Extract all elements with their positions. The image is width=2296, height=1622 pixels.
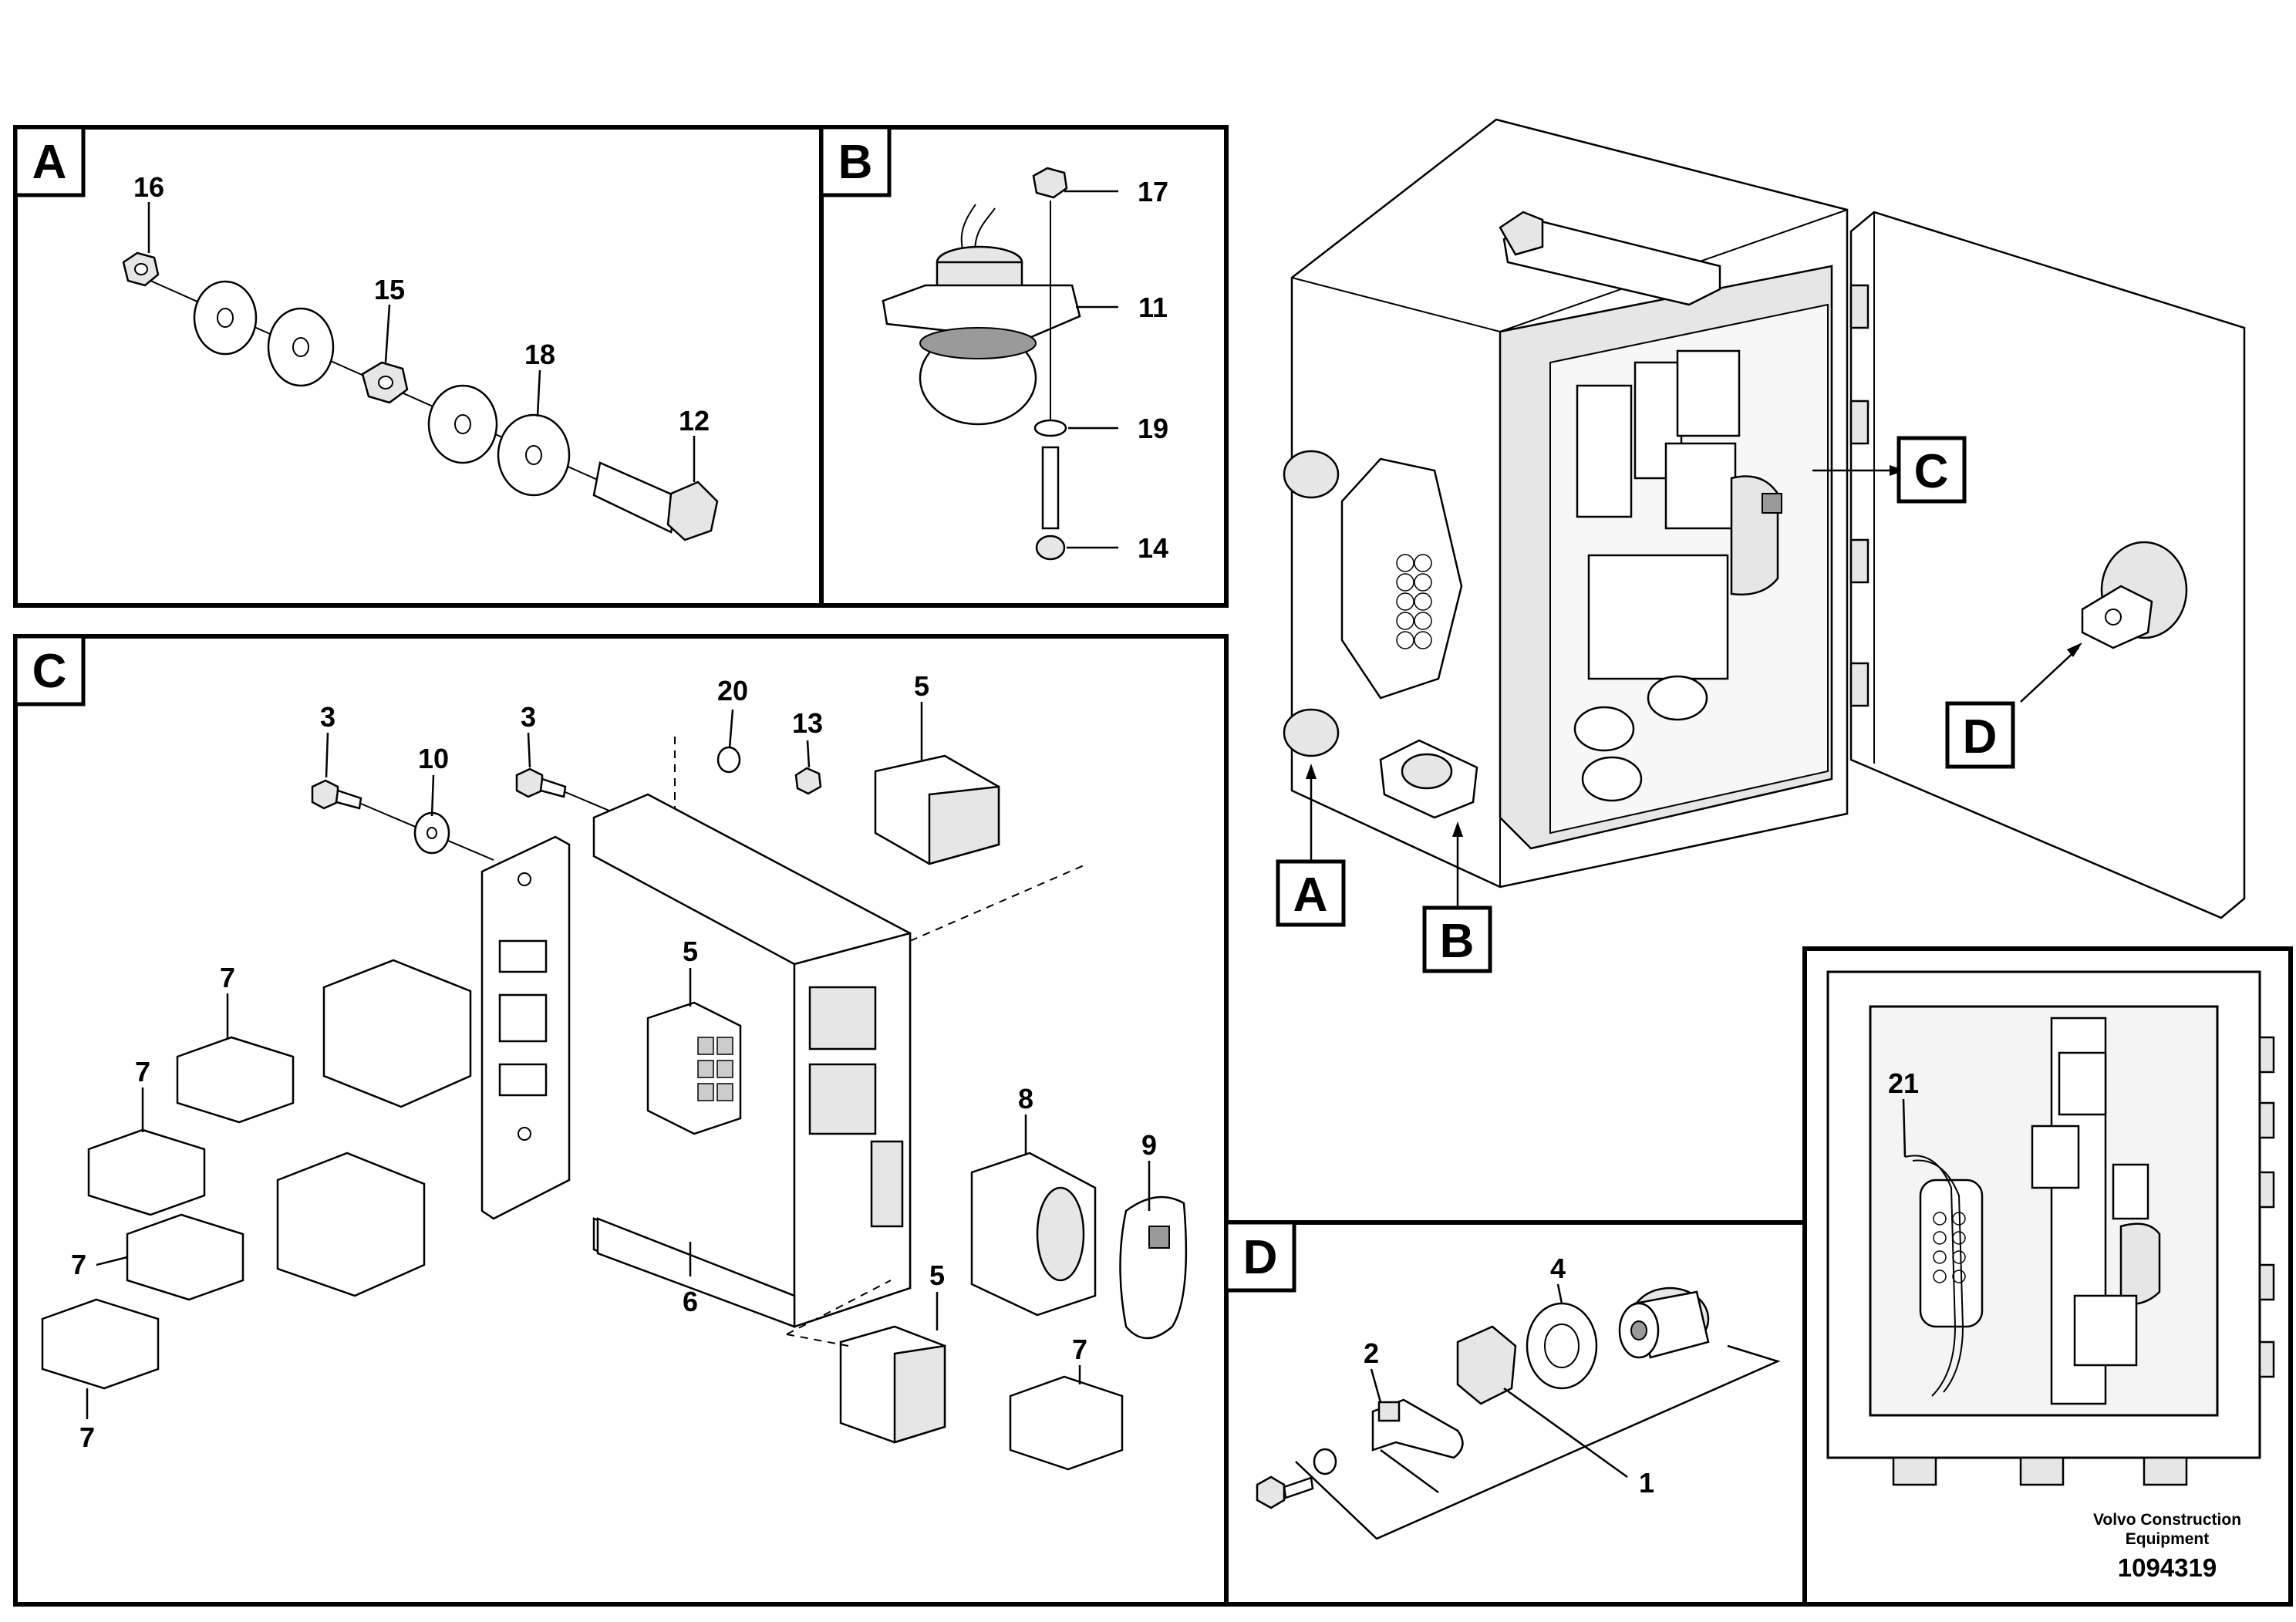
- panel-a: A 16 15 18 12: [13, 125, 824, 608]
- label-4: 4: [1550, 1253, 1566, 1284]
- relay-7: [126, 1213, 244, 1301]
- callout-c: C: [1914, 445, 1949, 498]
- label-2: 2: [1364, 1337, 1379, 1369]
- relay-holder-5-bottom: [839, 1325, 946, 1444]
- panel-b: B 17 11 19 14: [819, 125, 1229, 608]
- nut-13: [794, 767, 822, 795]
- label-17: 17: [1138, 176, 1168, 207]
- label-13: 13: [792, 707, 823, 739]
- washer-20: [716, 746, 741, 774]
- label-11: 11: [1138, 292, 1168, 323]
- switch-cover-9: [1119, 1195, 1188, 1340]
- lock-nut: [1456, 1325, 1517, 1405]
- relay-socket: [322, 959, 472, 1108]
- electrical-box-overview: C D A B: [1276, 118, 2246, 973]
- sensor-flange-11: [882, 284, 1081, 341]
- label-14: 14: [1138, 532, 1168, 564]
- label-12: 12: [679, 405, 710, 437]
- screw-14: [1041, 446, 1060, 530]
- brand-line-1: Volvo Construction: [2093, 1511, 2241, 1529]
- panel-c: C: [13, 634, 1229, 1607]
- brand-line-2: Equipment: [2126, 1530, 2210, 1548]
- label-6: 6: [683, 1286, 698, 1317]
- panel-b-letter: B: [838, 136, 873, 189]
- label-1: 1: [1639, 1467, 1654, 1499]
- box-door: [1849, 211, 2246, 919]
- callout-a: A: [1293, 868, 1328, 922]
- relay-holder-5-mid: [646, 1001, 742, 1135]
- screw-3-right: [515, 767, 567, 798]
- label-15: 15: [374, 274, 405, 305]
- relay-7: [176, 1036, 295, 1124]
- label-16: 16: [133, 171, 164, 203]
- label-7-b: 7: [135, 1056, 150, 1088]
- label-7-c: 7: [71, 1249, 86, 1280]
- label-7-d: 7: [79, 1421, 95, 1453]
- washer-19: [1033, 419, 1067, 437]
- label-5-mid: 5: [683, 936, 698, 967]
- screw-3-left: [311, 779, 362, 810]
- bolt-12-head: [666, 481, 719, 541]
- panel-d: D 2 4 1: [1224, 1220, 1807, 1607]
- relay-holder-5-top: [874, 754, 1000, 865]
- panel-inside-view: 21 Volvo Construction Equipment 1094319: [1802, 946, 2293, 1607]
- label-5-top: 5: [914, 670, 929, 702]
- label-7-a: 7: [220, 962, 235, 993]
- relay-7: [1009, 1375, 1124, 1471]
- label-5-bottom: 5: [929, 1259, 945, 1291]
- label-9: 9: [1141, 1129, 1157, 1161]
- label-21: 21: [1888, 1067, 1919, 1099]
- drawing-number: 1094319: [2118, 1553, 2217, 1582]
- label-3-left: 3: [320, 701, 335, 733]
- bolt-12-shank: [592, 461, 680, 534]
- relay-socket: [276, 1152, 426, 1297]
- label-10: 10: [418, 743, 449, 774]
- label-19: 19: [1138, 413, 1168, 444]
- nut-17: [1032, 167, 1068, 199]
- label-18: 18: [524, 339, 555, 370]
- label-3-right: 3: [521, 701, 536, 733]
- label-7-e: 7: [1072, 1334, 1087, 1365]
- label-8: 8: [1018, 1083, 1033, 1114]
- rocker-switch-8: [970, 1152, 1097, 1317]
- label-20: 20: [717, 675, 748, 706]
- callout-b: B: [1440, 915, 1475, 968]
- panel-a-letter: A: [32, 136, 67, 189]
- callout-d: D: [1963, 710, 1998, 764]
- relay-7: [87, 1128, 206, 1216]
- lock-cylinder: [1618, 1286, 1710, 1359]
- relay-7: [41, 1298, 160, 1390]
- panel-d-letter: D: [1243, 1231, 1278, 1284]
- panel-c-letter: C: [32, 645, 67, 698]
